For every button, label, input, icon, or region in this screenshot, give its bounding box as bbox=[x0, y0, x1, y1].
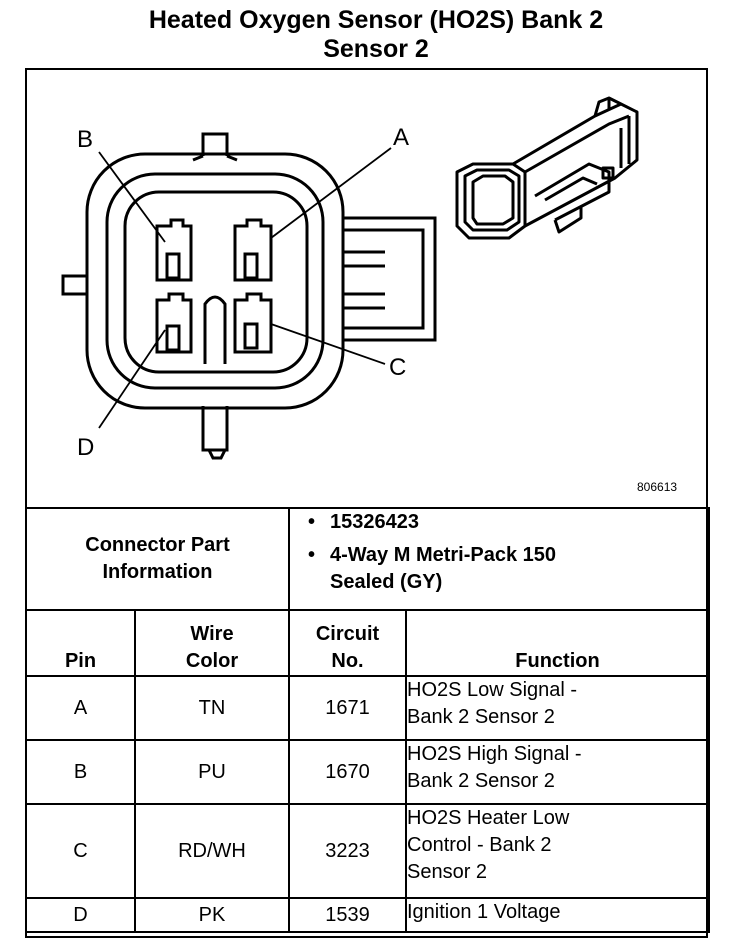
pin-label-d: D bbox=[77, 434, 95, 461]
circuit-cell: 1671 bbox=[288, 675, 407, 741]
function-cell: Ignition 1 Voltage bbox=[404, 897, 711, 933]
function-line: HO2S High Signal - bbox=[407, 743, 582, 765]
connector-info-label-line-1: Connector Part bbox=[85, 534, 230, 556]
connector-diagram: B A C D 806613 bbox=[25, 68, 708, 506]
function-line: Ignition 1 Voltage bbox=[407, 901, 561, 923]
page-title: Heated Oxygen Sensor (HO2S) Bank 2 Senso… bbox=[0, 6, 752, 64]
pin-cell: D bbox=[25, 897, 136, 933]
function-cell: HO2S Low Signal - Bank 2 Sensor 2 bbox=[404, 675, 711, 741]
function-cell: HO2S High Signal - Bank 2 Sensor 2 bbox=[404, 739, 711, 805]
header-circuit-line-2: No. bbox=[331, 650, 364, 672]
connector-type-line-2: Sealed (GY) bbox=[330, 571, 443, 593]
pinout-table: Connector Part Information 15326423 4-Wa… bbox=[25, 507, 711, 933]
connector-info-label: Connector Part Information bbox=[25, 507, 290, 611]
wire-color-cell: RD/WH bbox=[134, 803, 290, 899]
pin-cell: B bbox=[25, 739, 136, 805]
circuit-cell: 1670 bbox=[288, 739, 407, 805]
function-cell: HO2S Heater Low Control - Bank 2 Sensor … bbox=[404, 803, 711, 899]
table-row: A TN 1671 HO2S Low Signal - Bank 2 Senso… bbox=[25, 675, 711, 741]
pin-label-a: A bbox=[393, 124, 410, 151]
connector-type-line-1: 4-Way M Metri-Pack 150 bbox=[330, 544, 557, 566]
function-line: Bank 2 Sensor 2 bbox=[407, 770, 555, 792]
header-circuit-line-1: Circuit bbox=[315, 623, 380, 645]
pin-label-b: B bbox=[77, 126, 94, 153]
table-row: C RD/WH 3223 HO2S Heater Low Control - B… bbox=[25, 803, 711, 899]
connector-type: 4-Way M Metri-Pack 150 Sealed (GY) bbox=[308, 542, 708, 596]
pin-label-c: C bbox=[389, 354, 407, 381]
connector-info-row: Connector Part Information 15326423 4-Wa… bbox=[25, 507, 711, 611]
table-row: B PU 1670 HO2S High Signal - Bank 2 Sens… bbox=[25, 739, 711, 805]
connector-info-label-line-2: Information bbox=[102, 561, 213, 583]
circuit-cell: 1539 bbox=[288, 897, 407, 933]
connector-part-number: 15326423 bbox=[308, 509, 708, 536]
function-line: Sensor 2 bbox=[407, 861, 488, 883]
header-function: Function bbox=[404, 609, 711, 677]
title-line-2: Sensor 2 bbox=[323, 35, 429, 63]
connector-part-number-text: 15326423 bbox=[330, 511, 419, 533]
header-pin: Pin bbox=[25, 609, 136, 677]
header-circuit-no: Circuit No. bbox=[288, 609, 407, 677]
connector-face-drawing bbox=[61, 96, 639, 460]
wire-color-cell: PK bbox=[134, 897, 290, 933]
connector-info-values: 15326423 4-Way M Metri-Pack 150 Sealed (… bbox=[287, 507, 711, 611]
document-frame bbox=[25, 68, 708, 938]
pin-cell: C bbox=[25, 803, 136, 899]
function-line: HO2S Low Signal - bbox=[407, 679, 578, 701]
connector-info-list: 15326423 4-Way M Metri-Pack 150 Sealed (… bbox=[290, 509, 708, 596]
pin-cell: A bbox=[25, 675, 136, 741]
circuit-cell: 3223 bbox=[288, 803, 407, 899]
header-wire-color: Wire Color bbox=[134, 609, 290, 677]
wire-color-cell: TN bbox=[134, 675, 290, 741]
header-wire-color-line-2: Color bbox=[185, 650, 239, 672]
function-line: HO2S Heater Low bbox=[407, 807, 570, 829]
header-wire-color-line-1: Wire bbox=[190, 623, 234, 645]
wire-color-cell: PU bbox=[134, 739, 290, 805]
table-header-row: Pin Wire Color Circuit No. Function bbox=[25, 609, 711, 677]
table-row: D PK 1539 Ignition 1 Voltage bbox=[25, 897, 711, 933]
title-line-1: Heated Oxygen Sensor (HO2S) Bank 2 bbox=[148, 6, 604, 34]
function-line: Control - Bank 2 bbox=[407, 834, 552, 856]
function-line: Bank 2 Sensor 2 bbox=[407, 706, 555, 728]
figure-number: 806613 bbox=[637, 480, 678, 494]
